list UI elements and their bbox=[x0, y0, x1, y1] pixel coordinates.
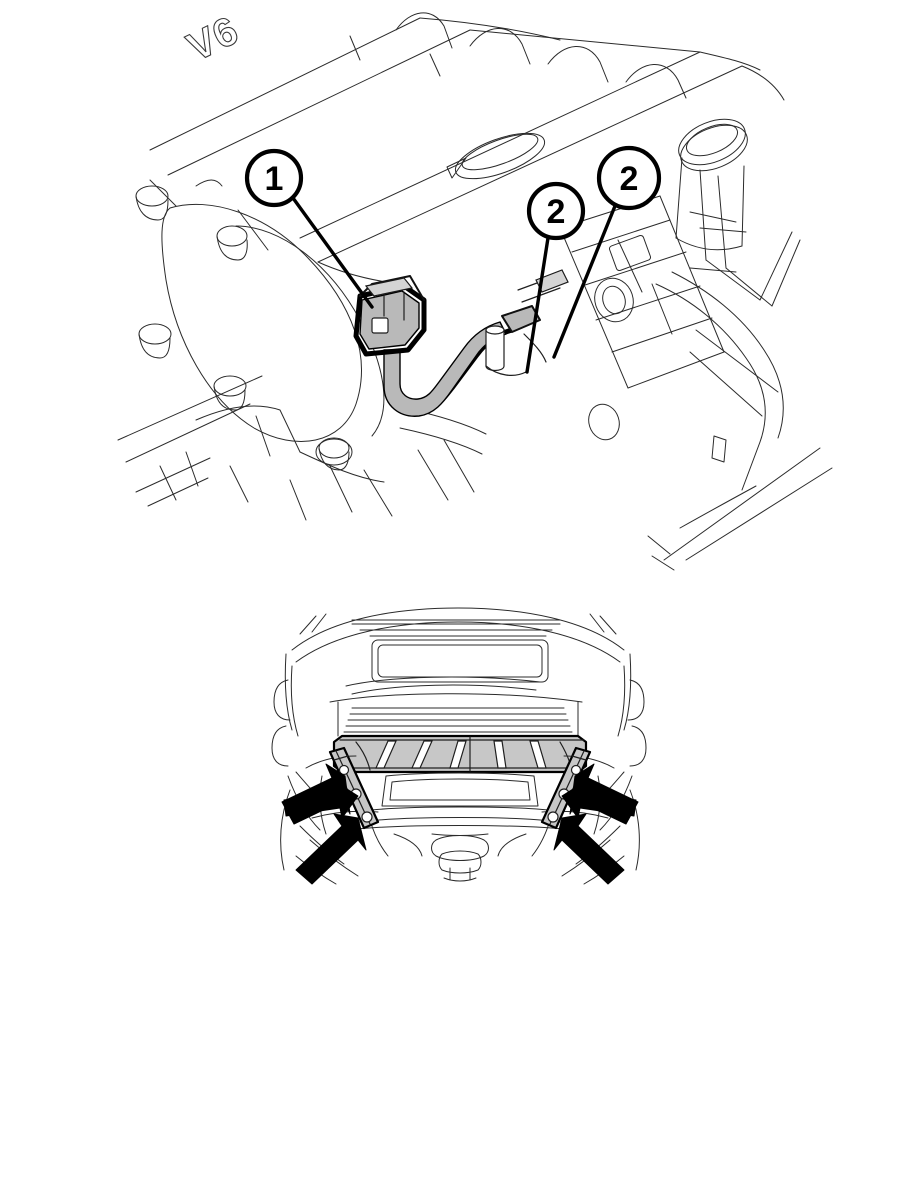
throttle-body-group bbox=[675, 118, 748, 251]
callout-2-left: 2 bbox=[526, 181, 586, 241]
cast-marking-v6: V6 bbox=[180, 8, 246, 71]
callout-1-label: 1 bbox=[265, 160, 284, 198]
fastener-arrows-group bbox=[281, 763, 639, 885]
lower-right-bracket-group bbox=[647, 271, 833, 571]
leader-line-2-left bbox=[525, 236, 550, 374]
shaded-panel-group bbox=[332, 734, 588, 774]
engine-block-detail-group bbox=[117, 375, 487, 521]
body-fascia-group bbox=[271, 607, 647, 767]
callout-2-right: 2 bbox=[596, 145, 662, 211]
arrow-left-lower bbox=[295, 813, 367, 885]
callout-2-right-label: 2 bbox=[620, 160, 639, 198]
cast-marking-text: V6 bbox=[181, 8, 246, 70]
valve-cover-group bbox=[135, 179, 385, 471]
intake-manifold-group bbox=[149, 12, 785, 283]
leader-line-2-right bbox=[552, 204, 617, 359]
callouts-group: 1 2 2 bbox=[244, 145, 662, 374]
callout-1: 1 bbox=[244, 148, 304, 208]
grille-slats-group bbox=[337, 701, 579, 737]
callout-2-left-label: 2 bbox=[547, 193, 566, 231]
cylinder-head-right-group bbox=[559, 169, 801, 441]
hose-assembly-group bbox=[353, 269, 569, 417]
arrow-right-lower bbox=[553, 813, 625, 885]
leader-line-1 bbox=[291, 196, 374, 309]
figure-underbody-shield bbox=[0, 590, 918, 890]
figure-engine-connector: V6 bbox=[0, 0, 918, 571]
